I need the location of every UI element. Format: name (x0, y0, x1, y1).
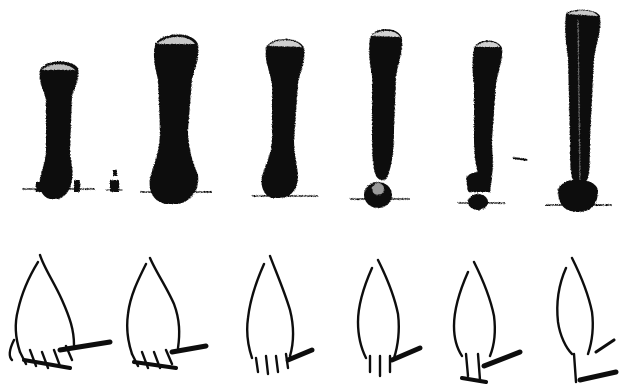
hand-2 (127, 258, 206, 368)
leg-bone-3 (261, 39, 304, 198)
hand-5 (454, 262, 520, 382)
leg-bone-1 (36, 61, 80, 199)
leg-bone-4 (364, 29, 402, 208)
leg-bone-6 (558, 10, 600, 212)
hand-4 (358, 260, 420, 376)
leg-bone-5 (466, 41, 502, 211)
leg-bone-2 (150, 34, 199, 204)
hand-1 (10, 255, 110, 368)
stray-mark (513, 158, 527, 160)
hand-3 (247, 256, 312, 374)
hand-6 (557, 258, 616, 382)
small-fragment (106, 170, 123, 192)
